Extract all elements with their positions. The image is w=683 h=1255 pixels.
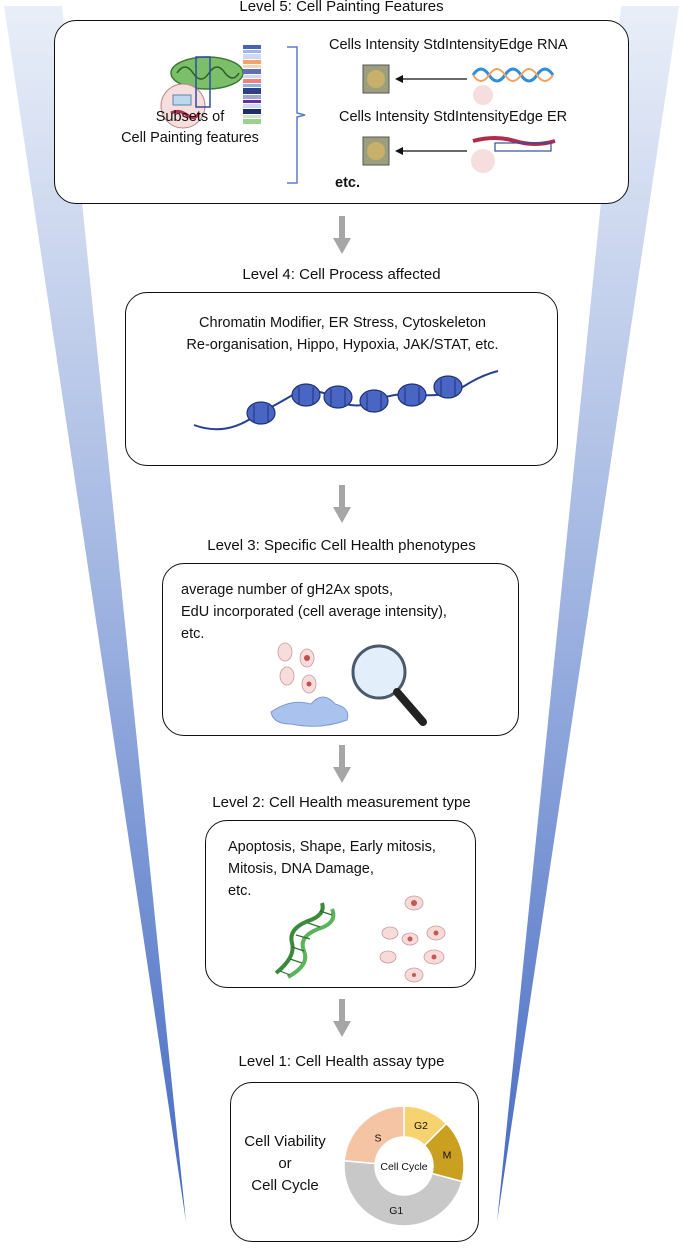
feature-2-visual xyxy=(362,136,556,173)
arrow-level2-to-level1 xyxy=(333,999,351,1037)
donut-label-s: S xyxy=(374,1133,381,1145)
level5-box: Subsets of Cell Painting features Cells … xyxy=(54,20,629,204)
level4-line-2: Re-organisation, Hippo, Hypoxia, JAK/STA… xyxy=(186,337,499,353)
funnel-right-wedge xyxy=(497,6,679,1222)
magnifier-cells-illustration xyxy=(270,642,427,727)
feature-bracket xyxy=(287,46,306,184)
donut-label-g2: G2 xyxy=(414,1120,428,1132)
feature-1-label: Cells Intensity StdIntensityEdge RNA xyxy=(329,37,568,53)
arrow-level3-to-level2 xyxy=(333,745,351,783)
cell-cycle-donut: Cell Cycle G2M G1 S xyxy=(343,1105,465,1227)
level2-line-2: Mitosis, DNA Damage, xyxy=(228,861,374,877)
chromatin-illustration xyxy=(193,370,499,431)
level1-box: Cell Viability or Cell Cycle Cell Cycle … xyxy=(230,1082,479,1242)
feature-1-visual xyxy=(362,64,555,105)
level3-box: average number of gH2Ax spots, EdU incor… xyxy=(162,563,519,736)
level3-line-2: EdU incorporated (cell average intensity… xyxy=(181,604,447,620)
feature-barcode xyxy=(243,45,261,124)
level2-line-3: etc. xyxy=(228,883,252,899)
donut-center-label: Cell Cycle xyxy=(380,1161,427,1173)
funnel-left-wedge xyxy=(4,6,186,1222)
level4-box: Chromatin Modifier, ER Stress, Cytoskele… xyxy=(125,292,558,466)
feature-2-label: Cells Intensity StdIntensityEdge ER xyxy=(339,109,568,125)
level2-title: Level 2: Cell Health measurement type xyxy=(212,794,471,811)
level4-title: Level 4: Cell Process affected xyxy=(242,266,441,283)
level2-line-1: Apoptosis, Shape, Early mitosis, xyxy=(228,839,436,855)
level2-box: Apoptosis, Shape, Early mitosis, Mitosis… xyxy=(205,820,476,988)
subset-label-1: Subsets of xyxy=(155,109,225,125)
level3-line-3: etc. xyxy=(181,626,205,642)
donut-label-g1: G1 xyxy=(389,1205,403,1217)
arrow-level4-to-level3 xyxy=(333,485,351,523)
dna-helix-illustration xyxy=(274,902,336,979)
level1-title: Level 1: Cell Health assay type xyxy=(238,1053,445,1070)
level3-line-1: average number of gH2Ax spots, xyxy=(181,582,393,598)
level3-title: Level 3: Specific Cell Health phenotypes xyxy=(207,537,476,554)
level5-title: Level 5: Cell Painting Features xyxy=(239,0,444,15)
cell-painting-illustration xyxy=(160,56,244,129)
or-label: or xyxy=(278,1155,292,1172)
donut-hole xyxy=(374,1136,434,1196)
subset-label-2: Cell Painting features xyxy=(121,130,259,146)
cell-cycle-label: Cell Cycle xyxy=(251,1177,319,1194)
level4-line-1: Chromatin Modifier, ER Stress, Cytoskele… xyxy=(199,315,486,331)
arrow-level5-to-level4 xyxy=(333,216,351,254)
cell-viability-label: Cell Viability xyxy=(244,1133,326,1150)
level5-etc: etc. xyxy=(335,175,360,191)
mitosis-cells-illustration xyxy=(379,895,446,983)
donut-label-m: M xyxy=(443,1149,452,1161)
